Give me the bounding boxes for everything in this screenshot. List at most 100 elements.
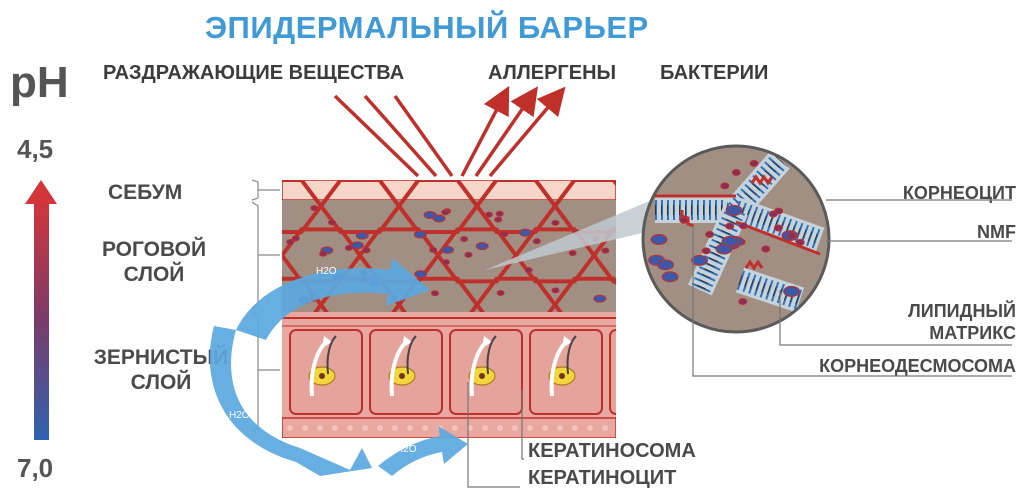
arrow-head <box>402 336 412 348</box>
corneocyte-dot <box>532 238 541 245</box>
nmf-dot <box>787 232 797 240</box>
nmf-dot <box>720 182 730 190</box>
base-dot <box>407 425 413 431</box>
lipid-matrix-label: ЛИПИДНЫЙ МАТРИКС <box>908 300 1016 344</box>
corneocyte-dot <box>441 259 450 266</box>
corneocyte-dot <box>286 238 295 245</box>
base-dot <box>512 425 518 431</box>
corneocyte-dot <box>601 247 610 254</box>
corneocyte-dot <box>593 294 607 303</box>
keratinosome-arrow <box>632 342 646 396</box>
base-dot <box>572 425 578 431</box>
nmf-dot <box>690 254 708 266</box>
corneocyte-dot <box>432 214 446 223</box>
zoom-cone <box>485 200 655 270</box>
nmf-dot <box>795 238 805 246</box>
water-label-left: H2O <box>229 410 250 421</box>
stratum-corneum-label: РОГОВОЙ СЛОЙ <box>90 237 218 287</box>
keratinosome-label: КЕРАТИНОСОМА <box>528 440 696 462</box>
nmf-dot <box>761 245 771 253</box>
corneocyte-dot <box>460 236 469 243</box>
corneodesmosome-label: КОРНЕОДЕСМОСОМА <box>819 356 1016 376</box>
water-label-bottom: H2O <box>396 444 417 455</box>
ph-bottom-value: 7,0 <box>17 453 54 483</box>
base-dot <box>392 425 398 431</box>
base-dot <box>542 425 548 431</box>
nucleolus <box>319 373 325 379</box>
nmf-dot <box>661 271 679 283</box>
lipid-heads <box>728 153 788 217</box>
corneocyte-dot <box>429 246 438 253</box>
base-dot <box>332 425 338 431</box>
keratinocyte-row <box>289 329 656 415</box>
lipid-matrix-line2: МАТРИКС <box>929 323 1016 343</box>
sebum-label: СЕБУМ <box>108 181 183 204</box>
corneocyte-cell <box>165 180 243 232</box>
base-dot <box>302 425 308 431</box>
corneocyte-dot <box>441 209 450 216</box>
corneocyte-dot <box>430 290 439 297</box>
zoom-detail <box>641 144 831 334</box>
granular-layer-label: ЗЕРНИСТЫЙ СЛОЙ <box>72 345 250 395</box>
corneocyte-label: КОРНЕОЦИТ <box>902 183 1016 203</box>
base-dot <box>317 425 323 431</box>
nucleolus <box>479 373 485 379</box>
irritant-label: РАЗДРАЖАЮЩИЕ ВЕЩЕСТВА <box>103 62 405 84</box>
corneocyte-dot <box>464 251 473 258</box>
nucleolus <box>559 373 565 379</box>
keratinosome-stalk <box>406 335 417 375</box>
nmf-dot <box>715 243 733 255</box>
allergen-label: АЛЛЕРГЕНЫ <box>488 62 617 84</box>
nmf-label: NMF <box>977 222 1016 242</box>
lipid-matrix-line1: ЛИПИДНЫЙ <box>908 301 1016 321</box>
nmf-dot <box>749 159 759 167</box>
nmf-dot <box>773 224 783 232</box>
base-dot <box>362 425 368 431</box>
keratinosome-stalk <box>566 335 577 375</box>
nmf-dot <box>701 247 711 255</box>
cell-border <box>735 220 821 256</box>
base-dot <box>377 425 383 431</box>
nmf-dot <box>725 204 743 216</box>
corneocyte-dot <box>423 210 437 219</box>
water-arrows <box>209 258 468 476</box>
base-dot <box>527 425 533 431</box>
corneocyte-dot <box>291 235 300 242</box>
nmf-dot <box>725 222 735 230</box>
corneocyte-dot <box>350 241 364 250</box>
corneocyte-dot <box>441 245 455 254</box>
nmf-dot <box>650 234 668 246</box>
base-dot <box>557 425 563 431</box>
stratum-corneum-line2: СЛОЙ <box>123 263 185 286</box>
keratinosome-stalk <box>647 336 656 374</box>
corneocyte-dot <box>310 205 319 212</box>
corneocyte-dot <box>484 211 493 218</box>
nucleolus <box>639 373 645 379</box>
corneocyte-dot <box>475 242 489 251</box>
corneodesmosome-zigzag <box>680 174 774 271</box>
corneocyte-dot <box>328 219 337 226</box>
keratinosome-stalk <box>486 335 497 375</box>
corneocyte-dot <box>496 289 505 296</box>
bacteria-label: БАКТЕРИИ <box>660 62 769 84</box>
nmf-dots <box>648 159 805 306</box>
corneocyte-dot <box>355 231 369 240</box>
lipid-heads <box>736 270 804 310</box>
arrow-head <box>562 336 572 348</box>
keratinocyte-cell <box>609 329 616 415</box>
base-dot <box>422 425 428 431</box>
base-dot <box>482 425 488 431</box>
base-dot <box>497 425 503 431</box>
nmf-dot <box>738 298 748 306</box>
nmf-dot <box>783 285 801 297</box>
ph-gradient-arrow <box>25 180 57 440</box>
nmf-dot <box>657 259 675 271</box>
irritant-arrows <box>333 85 566 178</box>
nmf-dot <box>738 222 748 230</box>
ph-top-value: 4,5 <box>17 134 54 164</box>
corneocyte-dot <box>413 230 427 239</box>
base-dot <box>287 425 293 431</box>
nmf-dot <box>774 207 784 215</box>
corneocyte-dot <box>518 228 532 237</box>
